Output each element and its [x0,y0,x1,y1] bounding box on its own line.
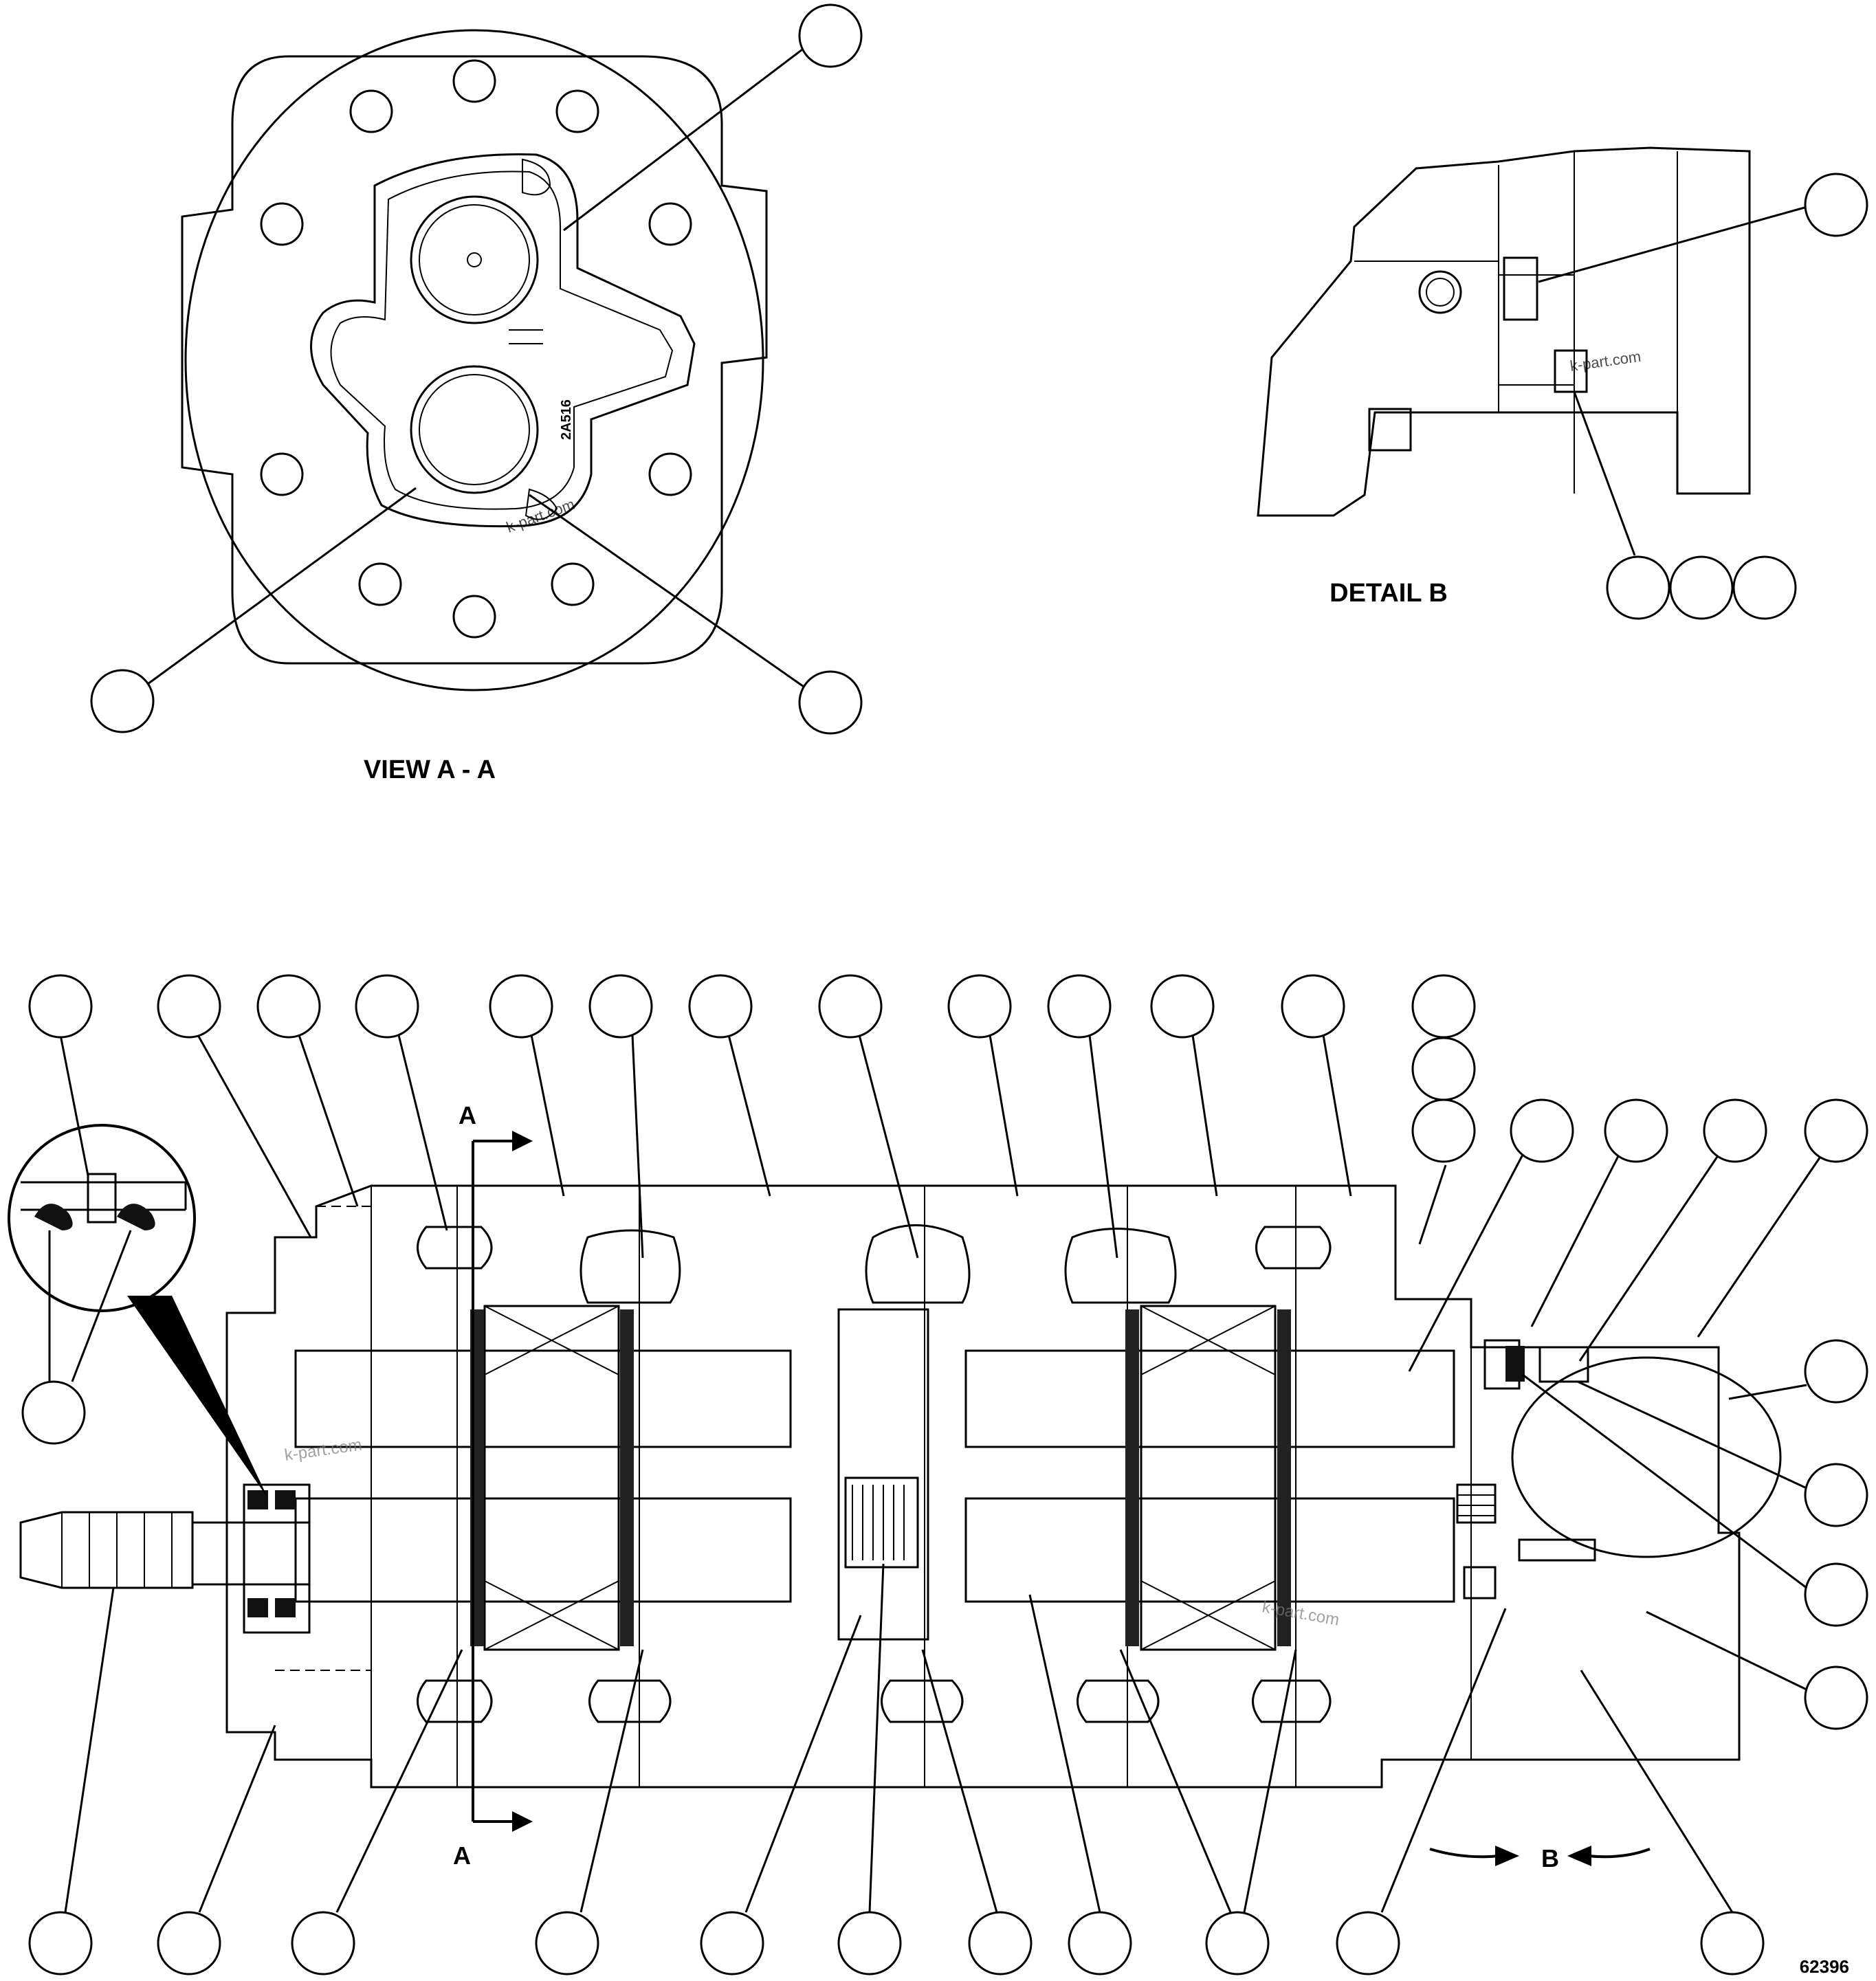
callout-bubble [1606,555,1670,620]
view-aa-label: VIEW A - A [364,755,496,784]
callout-bubbles [21,974,1868,1976]
callout-bubble [798,670,863,735]
drawing-number: 62396 [1800,1956,1849,1977]
detail-b-label: DETAIL B [1329,579,1448,608]
callout-bubble [90,669,155,733]
watermark-text: k-part.com [504,496,577,536]
callout-bubble [798,3,863,68]
callout-bubble [1804,173,1868,237]
section-marker-a-bottom: A [453,1841,471,1870]
detail-ref-b: B [1541,1844,1559,1872]
bolt-holes [260,59,692,639]
callout-bubble [1732,555,1797,620]
main-section-view: A A B k-part.com k-part.com [8,1101,1782,1872]
view-aa-drawing: 2A516 k-part.com VIEW A - A [90,3,863,784]
section-marker-a-top: A [459,1101,476,1129]
part-stamp: 2A516 [559,399,574,440]
callout-bubble [1669,555,1734,620]
watermark-text: k-part.com [1569,348,1642,375]
detail-b-drawing: k-part.com DETAIL B [1257,146,1868,620]
leader-lines [48,1034,1823,1913]
